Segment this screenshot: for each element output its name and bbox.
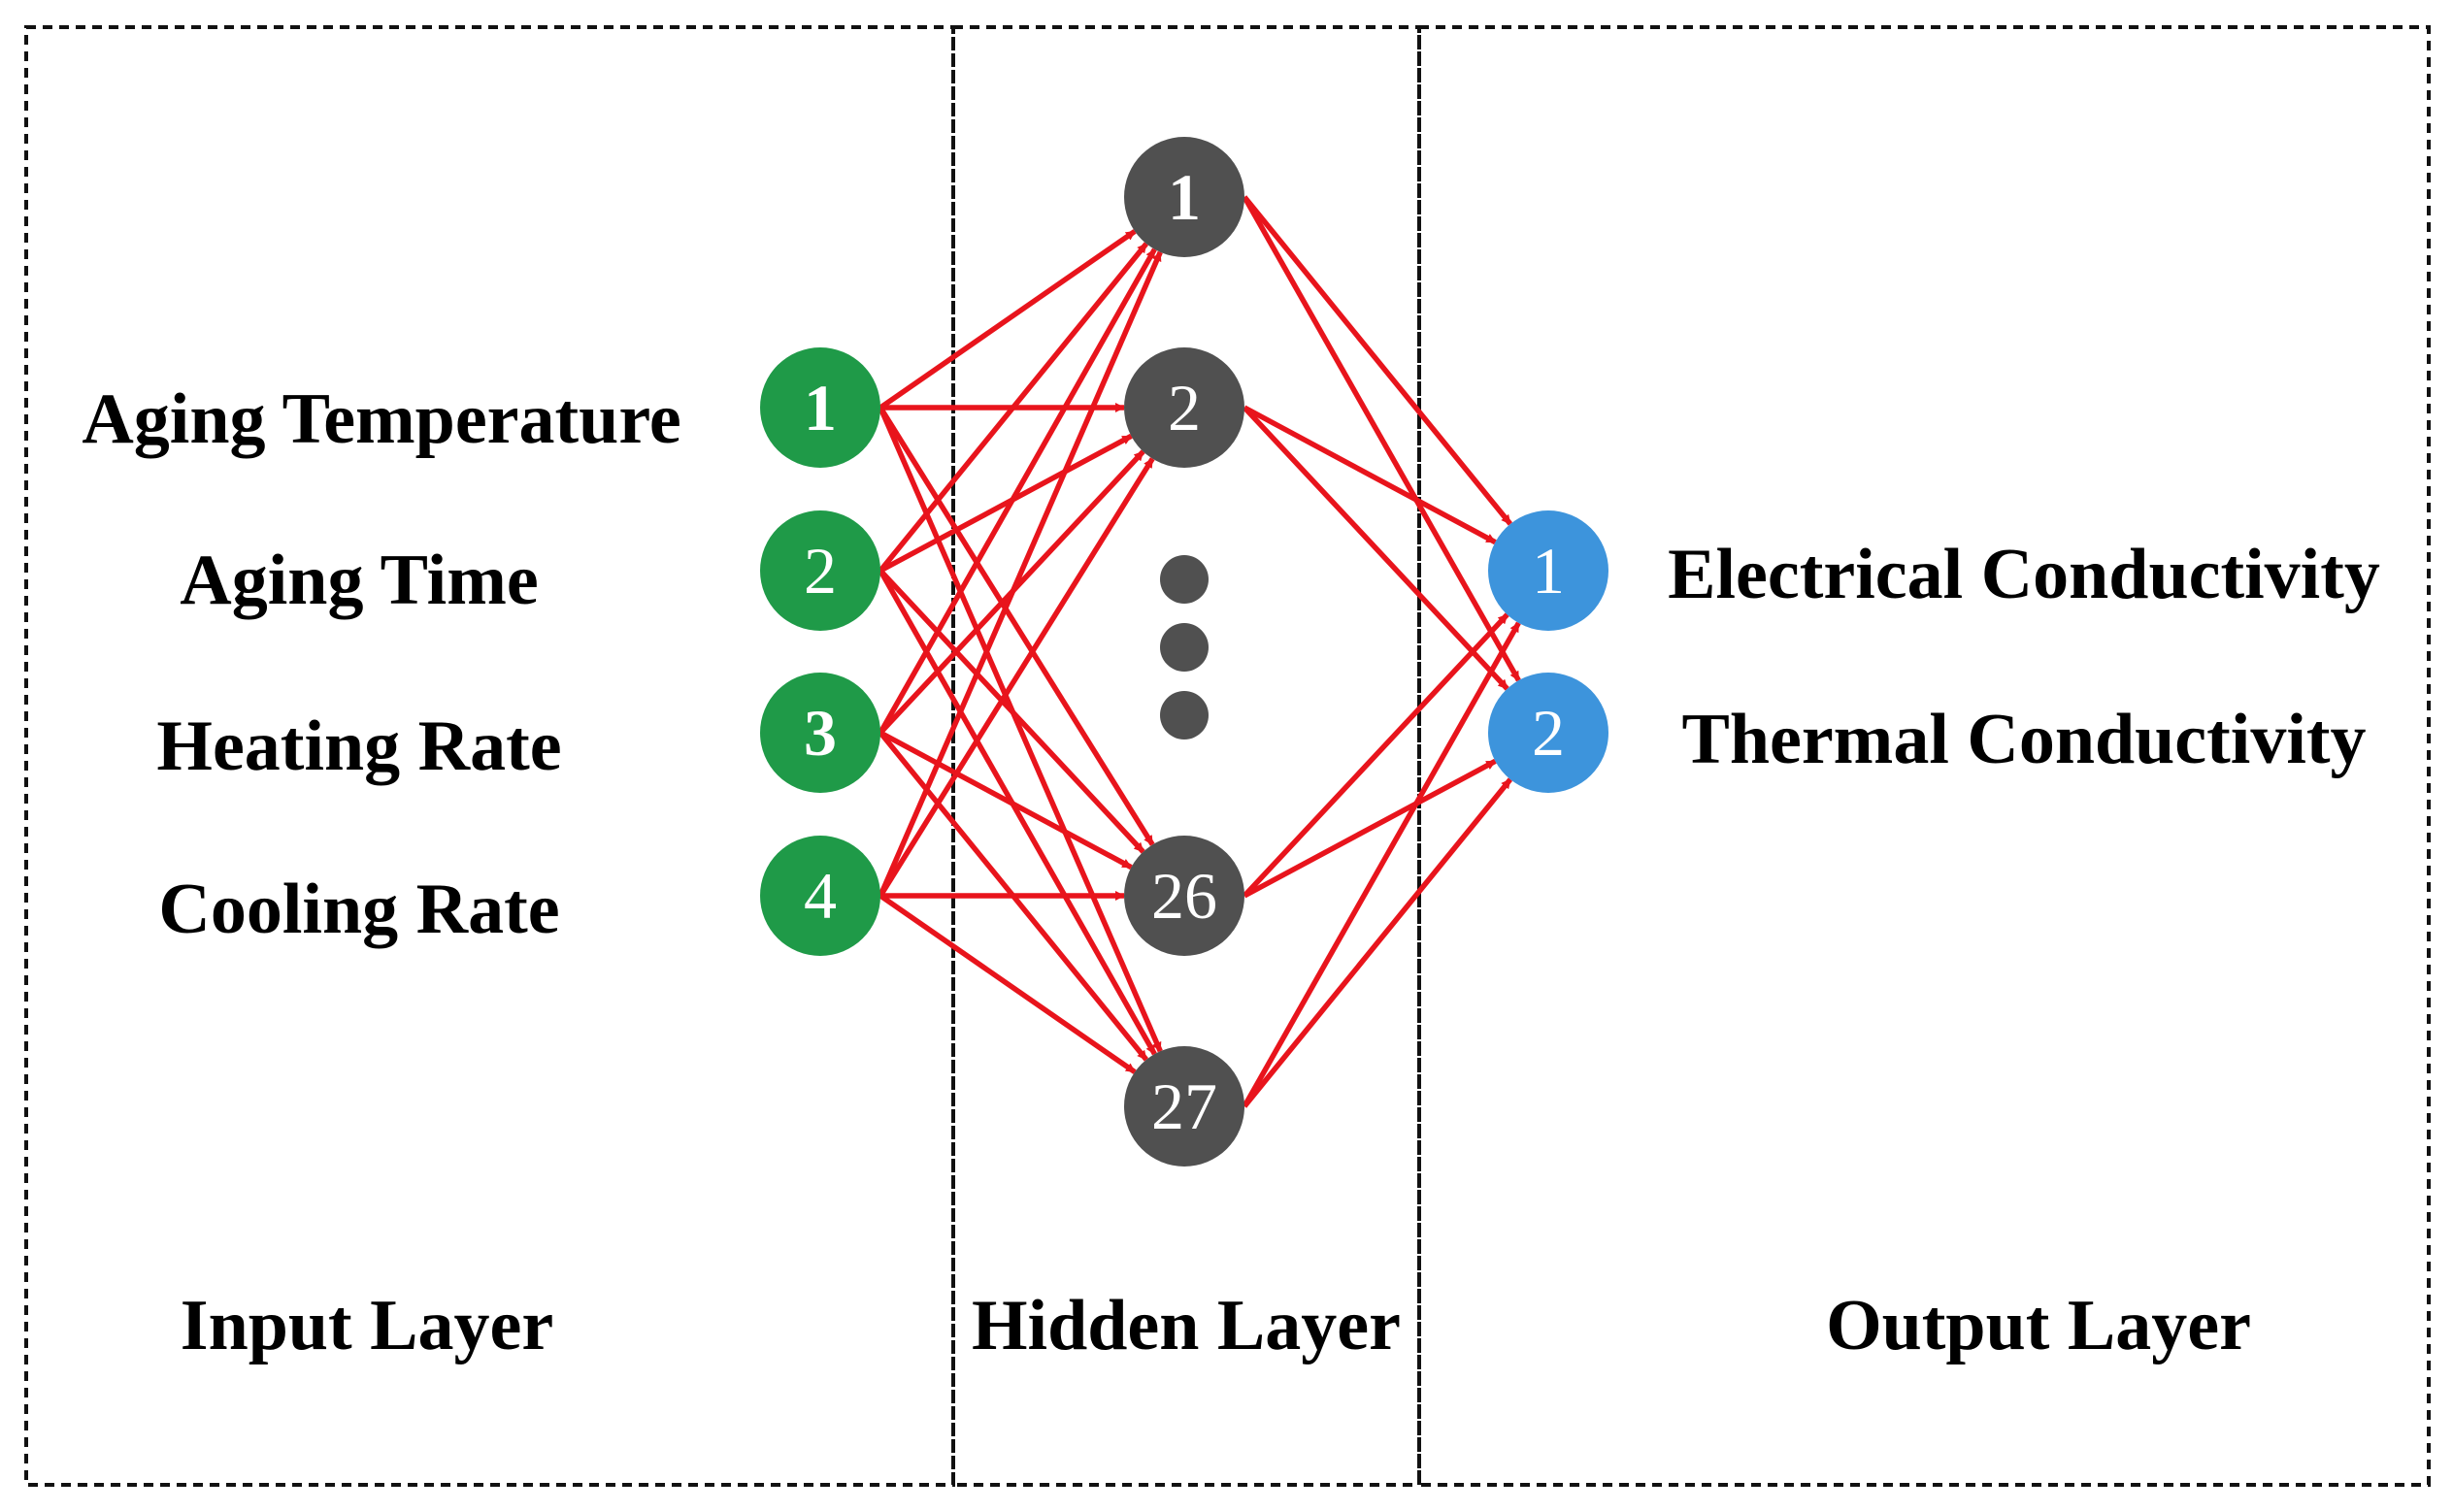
edge-input-1-to-hidden-1 <box>878 229 1137 411</box>
output-layer-box <box>1417 25 2431 1487</box>
edge-hidden-2-to-output-2 <box>1242 406 1509 691</box>
ellipsis-dot-icon <box>1160 691 1209 740</box>
input-node-2-circle <box>760 510 880 631</box>
input-node-3-number: 3 <box>804 696 837 770</box>
ellipsis-dot-icon <box>1160 555 1209 604</box>
input-node-1-circle <box>760 347 880 468</box>
edge-input-3-to-hidden-3 <box>878 730 1133 871</box>
connection-edges <box>878 195 1521 1108</box>
edge-hidden-1-to-output-1 <box>1242 195 1513 526</box>
output-node-1-circle <box>1488 510 1608 631</box>
hidden-node-27-number: 27 <box>1151 1069 1217 1143</box>
input-node-4: 4 <box>760 836 880 956</box>
output-node-1-number: 1 <box>1532 534 1565 608</box>
edge-input-4-to-hidden-2 <box>878 457 1155 898</box>
ellipsis-dot-icon <box>1160 623 1209 672</box>
edge-hidden-4-to-output-2 <box>1242 777 1513 1108</box>
input-label-aging-time: Aging Time <box>180 541 538 620</box>
hidden-layer-title: Hidden Layer <box>972 1286 1401 1365</box>
input-node-2-number: 2 <box>804 534 837 608</box>
edge-input-2-to-hidden-3 <box>878 569 1145 854</box>
output-label-thermal-conductivity: Thermal Conductivity <box>1681 700 2366 779</box>
edge-hidden-3-to-output-1 <box>1242 612 1509 898</box>
input-label-aging-temperature: Aging Temperature <box>82 379 680 459</box>
input-node-4-circle <box>760 836 880 956</box>
input-node-1-number: 1 <box>804 371 837 444</box>
hidden-node-26: 26 <box>1124 836 1244 956</box>
output-node-1: 1 <box>1488 510 1608 631</box>
input-label-heating-rate: Heating Rate <box>156 707 561 786</box>
input-node-3-circle <box>760 673 880 793</box>
edge-hidden-2-to-output-1 <box>1243 405 1497 545</box>
input-label-cooling-rate: Cooling Rate <box>158 870 559 949</box>
input-node-2: 2 <box>760 510 880 631</box>
hidden-node-2-circle <box>1124 347 1244 468</box>
output-node-2-number: 2 <box>1532 696 1565 770</box>
edge-input-2-to-hidden-1 <box>878 242 1149 573</box>
edge-hidden-3-to-output-2 <box>1243 758 1497 899</box>
input-layer-title: Input Layer <box>181 1286 553 1365</box>
hidden-node-1: 1 <box>1124 137 1244 257</box>
hidden-node-26-circle <box>1124 836 1244 956</box>
hidden-node-2-number: 2 <box>1168 371 1201 444</box>
hidden-layer-box <box>951 25 1421 1487</box>
edge-input-4-to-hidden-1 <box>878 250 1163 898</box>
input-node-1: 1 <box>760 347 880 468</box>
output-layer-title: Output Layer <box>1826 1286 2251 1365</box>
hidden-node-27: 27 <box>1124 1046 1244 1167</box>
edge-input-1-to-hidden-3 <box>878 406 1155 846</box>
edge-hidden-4-to-output-1 <box>1242 621 1521 1108</box>
edge-input-3-to-hidden-1 <box>878 247 1157 735</box>
edge-input-4-to-hidden-4 <box>878 893 1137 1074</box>
hidden-node-1-number: 1 <box>1168 160 1201 234</box>
input-node-3: 3 <box>760 673 880 793</box>
hidden-node-26-number: 26 <box>1151 859 1217 933</box>
edge-input-1-to-hidden-4 <box>878 406 1163 1053</box>
hidden-node-2: 2 <box>1124 347 1244 468</box>
hidden-node-1-circle <box>1124 137 1244 257</box>
input-node-4-number: 4 <box>804 859 837 933</box>
hidden-node-27-circle <box>1124 1046 1244 1167</box>
output-node-2-circle <box>1488 673 1608 793</box>
edge-input-2-to-hidden-2 <box>878 433 1133 574</box>
edge-input-2-to-hidden-4 <box>878 569 1157 1056</box>
edge-hidden-1-to-output-2 <box>1242 195 1521 682</box>
output-node-2: 2 <box>1488 673 1608 793</box>
output-label-electrical-conductivity: Electrical Conductivity <box>1668 535 2380 614</box>
